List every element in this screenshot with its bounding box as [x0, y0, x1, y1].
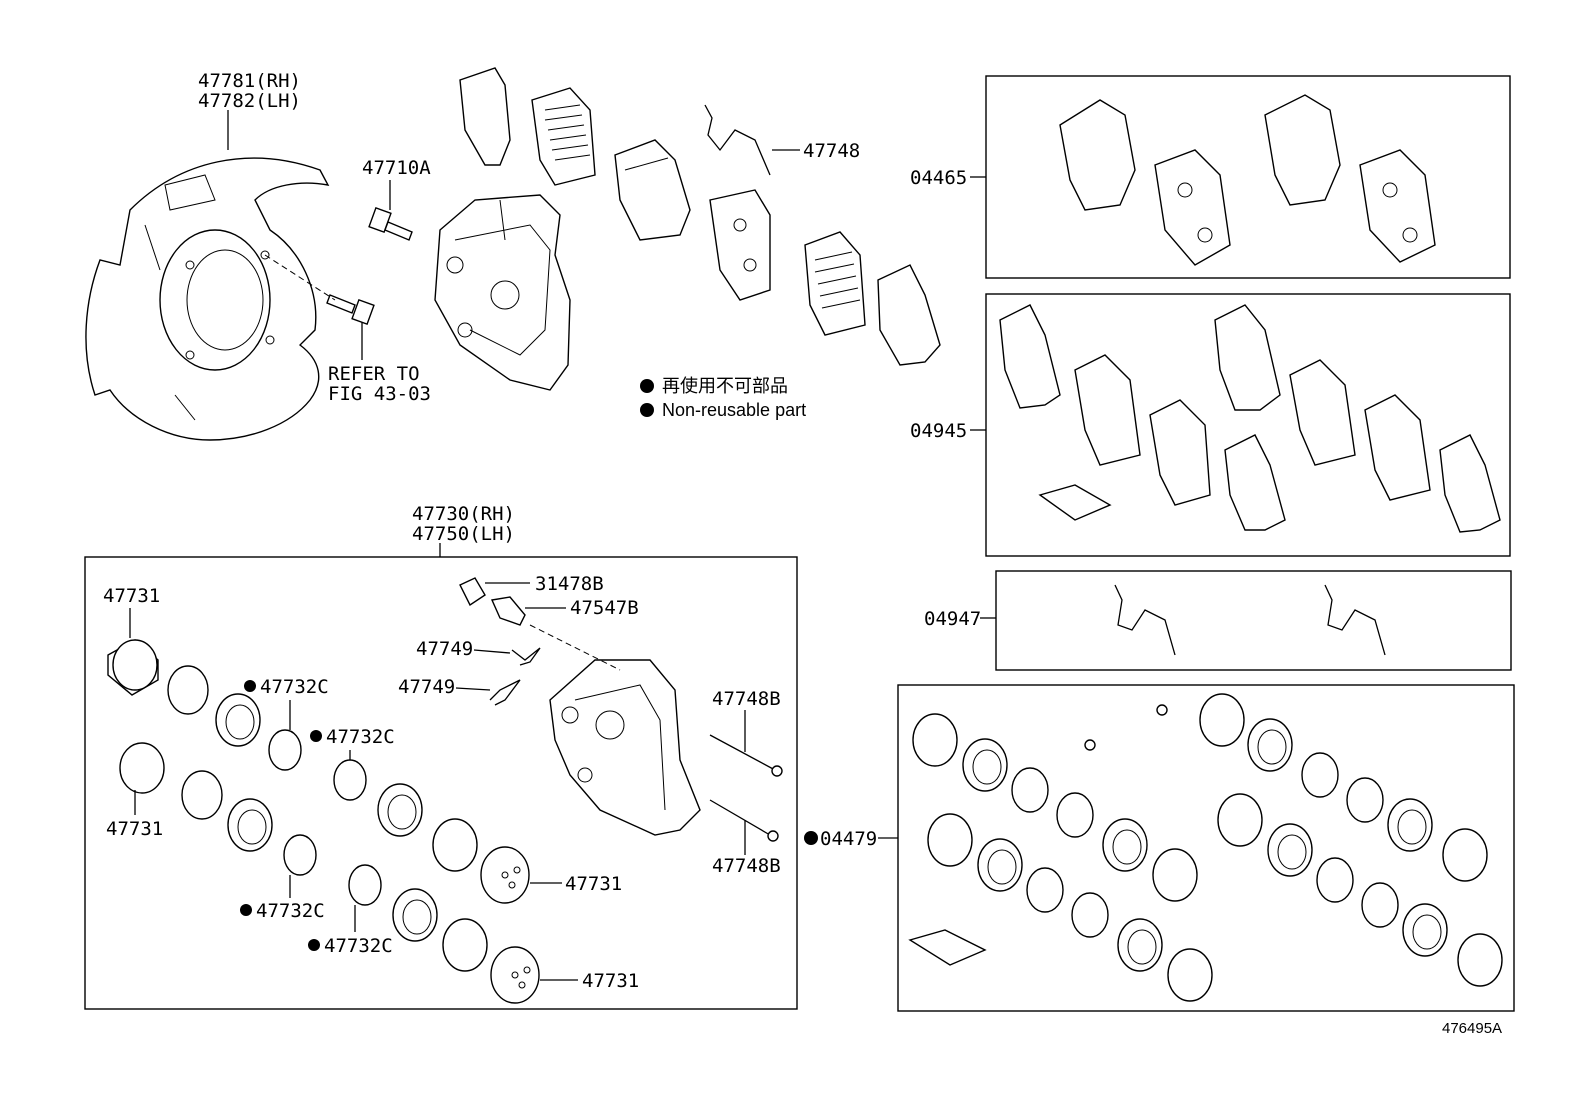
label-piston-b: 47731 [106, 818, 163, 840]
label-shield-rh: 47781(RH) [198, 70, 301, 92]
label-piston-d: 47731 [582, 970, 639, 992]
label-clip-a: 47749 [416, 638, 473, 660]
label-kit-shims: 04945 [910, 420, 967, 442]
bolt-47710a [368, 206, 413, 241]
label-pin-b: 47748B [712, 855, 781, 877]
label-refer-2: FIG 43-03 [328, 383, 431, 405]
dust-shield [85, 157, 330, 441]
label-cap: 31478B [535, 573, 604, 595]
seal-d-dot [308, 939, 320, 951]
kit-spring-2 [1324, 584, 1386, 656]
diagram-id: 476495A [1442, 1020, 1502, 1037]
anti-rattle-spring [704, 104, 771, 176]
kit-shims-illustration [999, 304, 1501, 533]
seal-c-dot [240, 904, 252, 916]
caliper-box [84, 556, 798, 1010]
label-bolt: 47710A [362, 157, 431, 179]
label-caliper-lh: 47750(LH) [412, 523, 515, 545]
legend-dot-1 [640, 379, 654, 393]
kit-seals-illustration [908, 693, 1503, 1002]
kit-box-springs [995, 570, 1512, 671]
label-seal-b: 47732C [326, 726, 395, 748]
top-pads [459, 67, 941, 366]
label-seal-c: 47732C [256, 900, 325, 922]
label-kit-pads: 04465 [910, 167, 967, 189]
legend-dot-2 [640, 403, 654, 417]
label-piston-a: 47731 [103, 585, 160, 607]
caliper-box-illustration [107, 577, 783, 1004]
label-kit-seals: 04479 [820, 828, 877, 850]
kit-seals-dot [804, 831, 818, 845]
kit-spring-1 [1114, 584, 1176, 656]
label-refer-1: REFER TO [328, 363, 420, 385]
kit-box-seals [897, 684, 1515, 1012]
label-bleeder: 47547B [570, 597, 639, 619]
caliper-top [434, 194, 571, 391]
kit-box-shims [985, 293, 1511, 557]
label-kit-springs: 04947 [924, 608, 981, 630]
label-clip-b: 47749 [398, 676, 455, 698]
kit-pads-illustration [1059, 94, 1436, 266]
legend-japanese: 再使用不可部品 [662, 376, 788, 396]
label-piston-c: 47731 [565, 873, 622, 895]
legend-english: Non-reusable part [662, 400, 806, 420]
label-spring-top: 47748 [803, 140, 860, 162]
seal-a-dot [244, 680, 256, 692]
seal-b-dot [310, 730, 322, 742]
label-seal-a: 47732C [260, 676, 329, 698]
label-shield-lh: 47782(LH) [198, 90, 301, 112]
kit-box-pads [985, 75, 1511, 279]
label-caliper-rh: 47730(RH) [412, 503, 515, 525]
label-seal-d: 47732C [324, 935, 393, 957]
label-pin-a: 47748B [712, 688, 781, 710]
